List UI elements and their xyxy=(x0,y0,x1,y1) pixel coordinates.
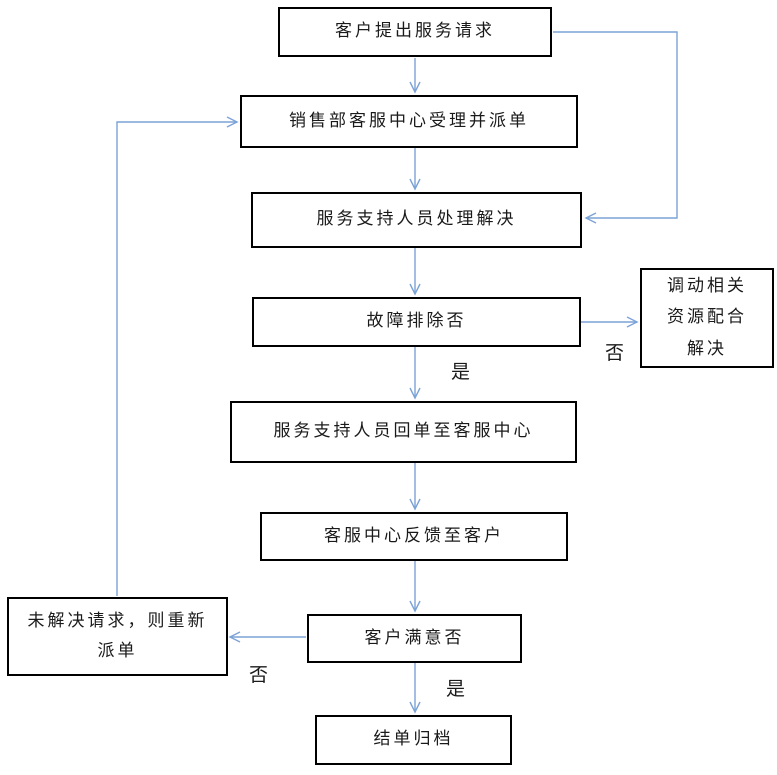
edge-label-satisfied-no: 否 xyxy=(249,664,269,686)
node-redispatch: 未解决请求，则重新 派单 xyxy=(7,597,228,676)
node-return-order: 服务支持人员回单至客服中心 xyxy=(230,401,577,463)
node-dispatch: 销售部客服中心受理并派单 xyxy=(240,95,578,148)
node-feedback-customer: 客服中心反馈至客户 xyxy=(260,512,568,561)
node-close-archive: 结单归档 xyxy=(315,715,512,765)
node-mobilize-resources: 调动相关 资源配合 解决 xyxy=(640,268,774,368)
node-customer-request: 客户提出服务请求 xyxy=(278,7,552,57)
node-customer-satisfied: 客户满意否 xyxy=(307,614,522,663)
arrow-redispatch-loop-to-dispatch xyxy=(116,116,239,596)
edge-label-satisfied-yes: 是 xyxy=(446,678,466,700)
node-fault-cleared: 故障排除否 xyxy=(252,297,581,347)
node-support-handle: 服务支持人员处理解决 xyxy=(251,192,582,248)
edge-label-fault-yes: 是 xyxy=(451,361,471,383)
edge-label-fault-no: 否 xyxy=(605,342,625,364)
